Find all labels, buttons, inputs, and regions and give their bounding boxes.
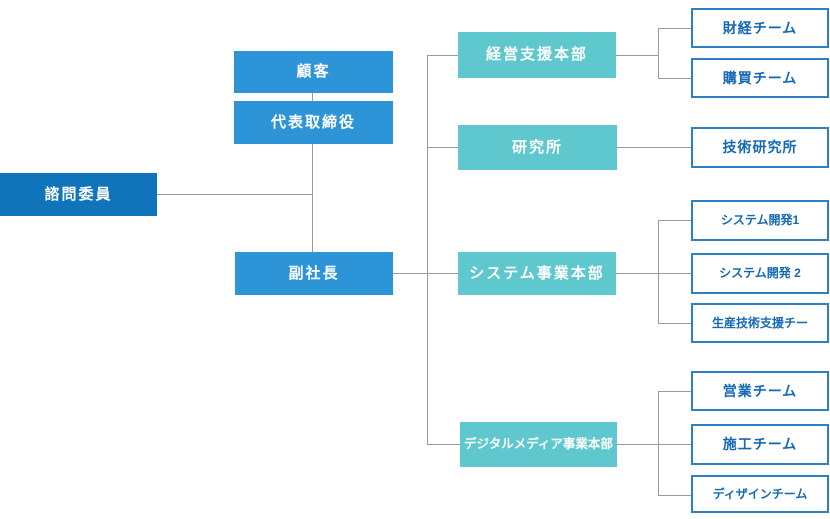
connector-line bbox=[658, 323, 691, 324]
connector-line bbox=[658, 28, 691, 29]
connector-line bbox=[157, 194, 312, 195]
connector-line bbox=[658, 495, 691, 496]
connector-line bbox=[616, 55, 658, 56]
connector-line bbox=[658, 220, 691, 221]
node-customer: 顧客 bbox=[234, 51, 393, 93]
connector-line bbox=[427, 55, 428, 444]
node-team-design: ディザインチーム bbox=[691, 475, 829, 513]
connector-line bbox=[658, 391, 691, 392]
node-team-technical-research: 技術研究所 bbox=[691, 127, 829, 168]
node-team-construction: 施工チーム bbox=[691, 424, 829, 465]
connector-line bbox=[427, 444, 460, 445]
node-representative-director: 代表取締役 bbox=[234, 101, 393, 144]
node-team-production-support: 生産技術支援チー bbox=[691, 303, 829, 343]
connector-line bbox=[658, 28, 659, 78]
connector-line bbox=[312, 144, 313, 252]
node-team-system-dev-2: システム開発 2 bbox=[691, 253, 829, 294]
node-team-sales: 営業チーム bbox=[691, 371, 829, 411]
connector-line bbox=[617, 147, 691, 148]
node-team-system-dev-1: システム開発1 bbox=[691, 200, 829, 241]
connector-line bbox=[427, 55, 458, 56]
connector-line bbox=[616, 273, 691, 274]
connector-line bbox=[393, 273, 458, 274]
node-division-management-support: 経営支援本部 bbox=[458, 32, 616, 78]
node-division-system-business: システム事業本部 bbox=[458, 252, 616, 295]
node-team-finance: 財経チーム bbox=[691, 8, 829, 48]
node-team-purchasing: 購買チーム bbox=[691, 58, 829, 98]
node-vice-president: 副社長 bbox=[235, 252, 393, 295]
connector-line bbox=[427, 147, 458, 148]
connector-line bbox=[658, 78, 691, 79]
node-advisory-committee: 諮問委員 bbox=[0, 173, 157, 216]
connector-line bbox=[658, 391, 659, 495]
connector-line bbox=[312, 93, 313, 101]
node-division-research-institute: 研究所 bbox=[458, 125, 617, 170]
node-division-digital-media: デジタルメディア事業本部 bbox=[460, 422, 617, 467]
connector-line bbox=[617, 444, 691, 445]
connector-line bbox=[658, 220, 659, 323]
